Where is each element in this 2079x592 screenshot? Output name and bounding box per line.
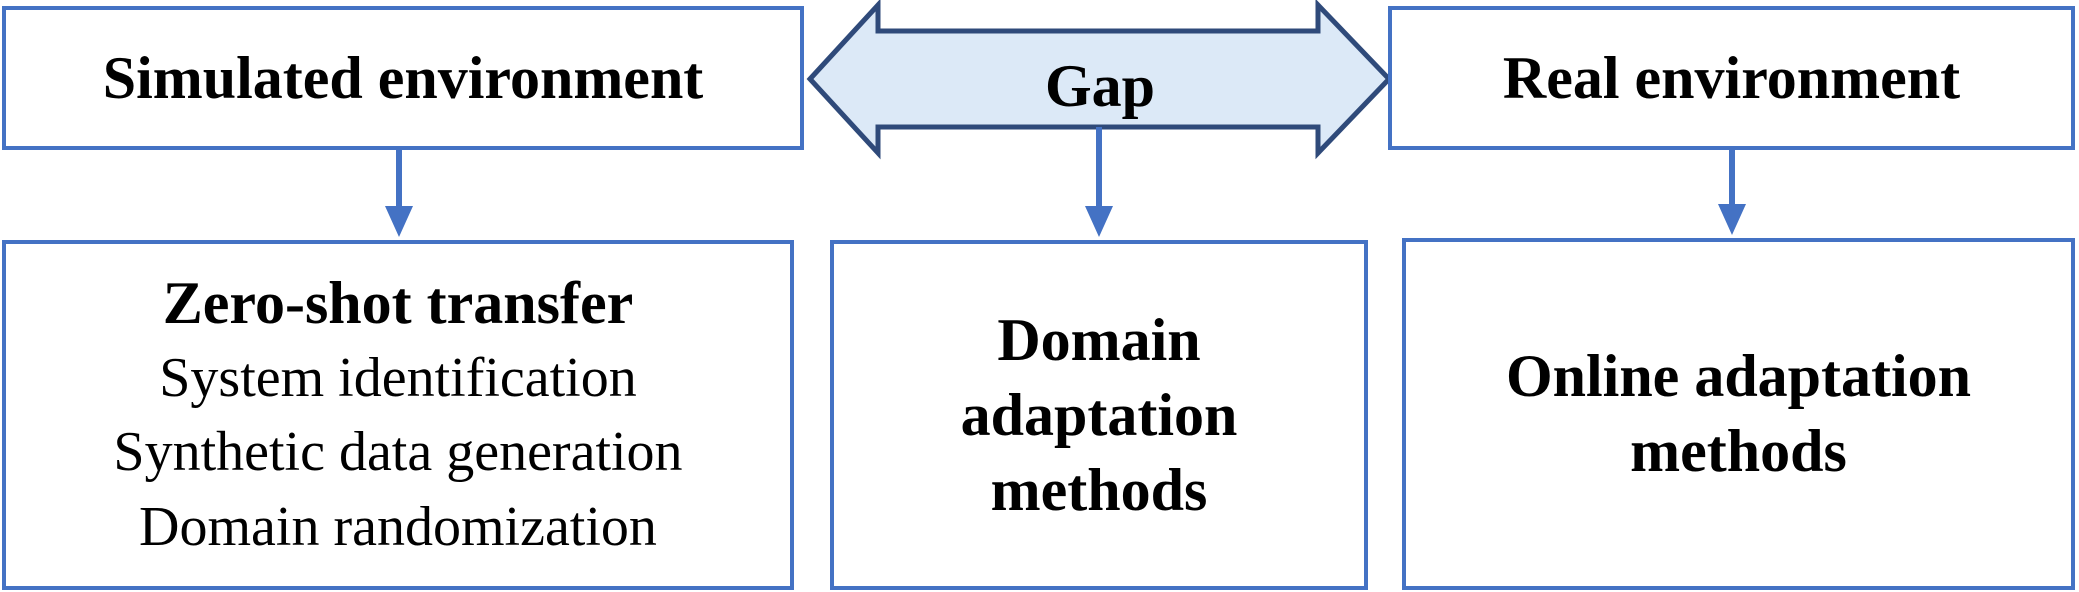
domain-adaptation-line: Domain [997,306,1201,373]
online-adaptation-content: Online adaptation methods [1506,339,1971,489]
online-adaptation-line: Online adaptation [1505,343,1972,409]
domain-adaptation-line: methods [990,456,1208,523]
zero-shot-transfer-heading: Zero-shot transfer [162,269,634,336]
domain-adaptation-box: Domain adaptation methods [830,240,1368,590]
real-environment-box: Real environment [1388,6,2075,150]
list-item: Domain randomization [139,495,657,558]
arrow-gap-to-domain-adaptation [1085,127,1113,237]
list-item: System identification [159,346,637,409]
simulated-environment-box: Simulated environment [2,6,804,150]
real-environment-label: Real environment [1502,45,1961,111]
list-item: Synthetic data generation [113,421,683,484]
arrow-real-to-online-adaptation [1718,149,1746,235]
arrow-simulated-to-zero-shot [385,149,413,237]
zero-shot-transfer-content: Zero-shot transfer System identification… [113,266,682,564]
online-adaptation-line: methods [1630,418,1847,484]
online-adaptation-box: Online adaptation methods [1402,238,2075,590]
zero-shot-transfer-box: Zero-shot transfer System identification… [2,240,794,590]
domain-adaptation-content: Domain adaptation methods [961,303,1238,528]
domain-adaptation-line: adaptation [960,381,1238,448]
gap-label: Gap [1044,53,1156,119]
simulated-environment-label: Simulated environment [102,45,704,111]
